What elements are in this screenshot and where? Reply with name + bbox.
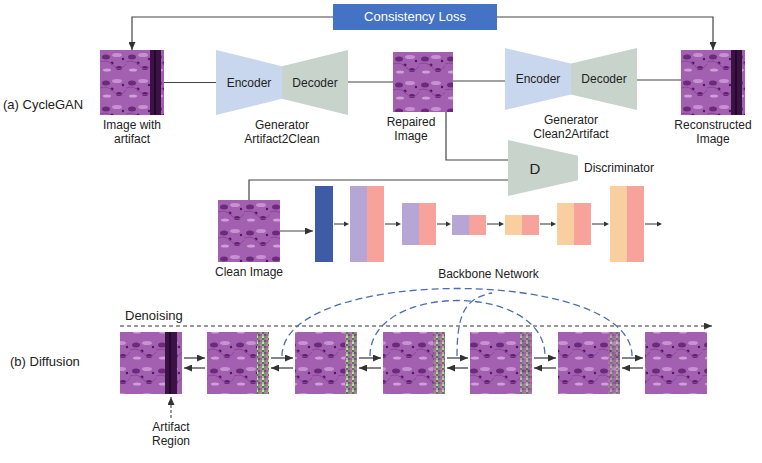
backbone-blocks: [313, 186, 664, 264]
label-holder: (a) CycleGAN: [3, 97, 83, 112]
block-label: Encoder: [227, 76, 272, 90]
panel-label: (b) Diffusion: [10, 354, 80, 369]
caption-label: Image with artifact: [87, 118, 177, 146]
shape-frame: [313, 186, 664, 264]
decoder-trapezoid: Decoder: [282, 50, 348, 115]
tissue-image: [218, 200, 280, 262]
block-label: Decoder: [581, 72, 626, 86]
loss-box: Consistency Loss: [333, 4, 497, 30]
connector: [453, 80, 505, 81]
backbone-network: Backbone Network: [313, 186, 664, 281]
connector: [280, 230, 313, 231]
shape-frame: Encoder Decoder: [505, 48, 637, 110]
image-frame: [681, 50, 745, 115]
connector: [446, 112, 508, 160]
image-frame: [218, 200, 280, 262]
callout-label: Artifact Region: [141, 420, 201, 448]
image-panel: Image with artifact: [87, 50, 177, 146]
trapezoid-shape: [508, 140, 578, 196]
connector: [164, 82, 216, 83]
tissue-image: [393, 52, 453, 112]
block-label: Encoder: [516, 72, 561, 86]
image-frame: [100, 50, 164, 115]
block-label: D: [530, 160, 541, 177]
panel-label: (a) CycleGAN: [3, 97, 83, 112]
caption-label: Clean Image: [204, 265, 294, 279]
caption-label: Generator Clean2Artifact: [521, 113, 621, 141]
decoder-trapezoid: Decoder: [571, 48, 637, 110]
image-panel: Clean Image: [204, 200, 294, 279]
process-label: Denoising: [125, 308, 183, 323]
caption-label: Repaired Image: [381, 115, 441, 143]
label-holder: (b) Diffusion: [10, 354, 80, 369]
generator: Encoder DecoderGenerator Clean2Artifact: [505, 48, 637, 141]
encoder-trapezoid: Encoder: [216, 50, 282, 115]
tissue-image: [100, 50, 164, 115]
generator: Encoder DecoderGenerator Artifact2Clean: [216, 50, 348, 146]
caption-label: Discriminator: [584, 161, 654, 175]
caption-label: Generator Artifact2Clean: [232, 118, 332, 146]
caption-label: Reconstructed Image: [671, 118, 756, 146]
shape-frame: Encoder Decoder: [216, 50, 348, 115]
image-frame: [393, 52, 453, 112]
image-panel: Repaired Image: [393, 52, 453, 143]
encoder-trapezoid: Encoder: [505, 48, 571, 110]
image-panel: Reconstructed Image: [671, 50, 756, 146]
block-label: Decoder: [292, 76, 337, 90]
discriminator-shape: D: [508, 140, 578, 196]
connector: [637, 79, 681, 80]
tissue-image: [681, 50, 745, 115]
box-label: Consistency Loss: [364, 10, 466, 24]
connector: [132, 17, 333, 50]
caption-label: Backbone Network: [414, 267, 564, 281]
connector: [348, 81, 393, 82]
connector: [497, 17, 713, 50]
label-holder: Denoising: [125, 308, 183, 323]
label-holder: Artifact Region: [141, 420, 201, 448]
